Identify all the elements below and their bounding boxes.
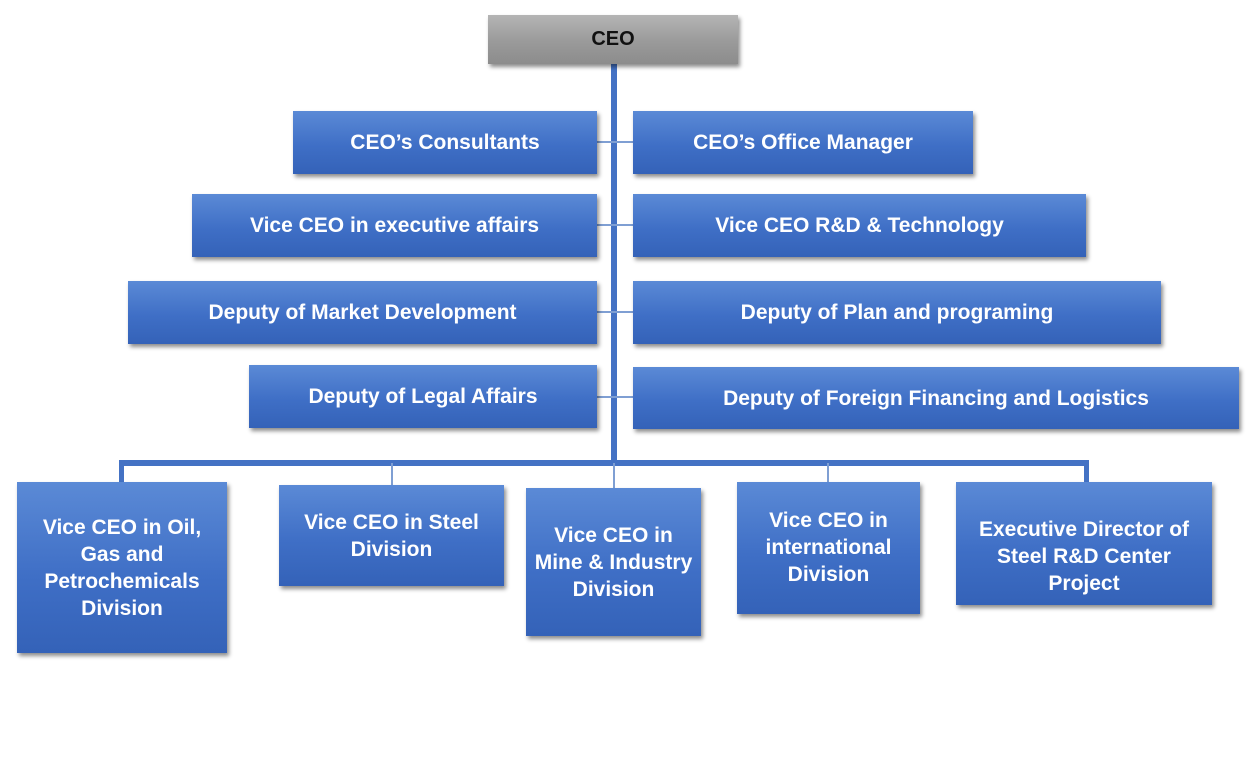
market-development-box: Deputy of Market Development xyxy=(128,281,597,344)
mine-industry-division-label: Vice CEO in Mine & Industry Division xyxy=(534,524,693,601)
oil-gas-petrochemicals-division-box: Vice CEO in Oil, Gas and Petrochemicals … xyxy=(17,482,227,653)
connector-staff-row-3 xyxy=(597,311,633,313)
steel-rnd-center-project-label: Executive Director of Steel R&D Center P… xyxy=(978,518,1190,595)
drop-connector-division-5 xyxy=(1084,460,1089,482)
drop-connector-division-4 xyxy=(827,463,829,482)
steel-division-box: Vice CEO in Steel Division xyxy=(279,485,504,586)
ceo-box: CEO xyxy=(488,15,738,64)
drop-connector-division-2 xyxy=(391,463,393,485)
consultants-label: CEO’s Consultants xyxy=(350,131,540,154)
division-bus-connector xyxy=(119,460,1089,466)
vice-ceo-executive-affairs-label: Vice CEO in executive affairs xyxy=(249,214,540,237)
ceo-label: CEO xyxy=(591,28,635,50)
steel-rnd-center-project-box: Executive Director of Steel R&D Center P… xyxy=(956,482,1212,605)
consultants-box: CEO’s Consultants xyxy=(293,111,597,174)
market-development-label: Deputy of Market Development xyxy=(208,301,517,324)
steel-division-label: Vice CEO in Steel Division xyxy=(304,511,479,561)
plan-programing-label: Deputy of Plan and programing xyxy=(740,301,1054,324)
vice-ceo-executive-affairs-box: Vice CEO in executive affairs xyxy=(192,194,597,257)
office-manager-label: CEO’s Office Manager xyxy=(693,131,913,154)
trunk-connector xyxy=(611,64,617,464)
mine-industry-division-box: Vice CEO in Mine & Industry Division xyxy=(526,488,701,636)
connector-staff-row-2 xyxy=(597,224,633,226)
legal-affairs-box: Deputy of Legal Affairs xyxy=(249,365,597,428)
office-manager-box: CEO’s Office Manager xyxy=(633,111,973,174)
connector-staff-row-4 xyxy=(597,396,633,398)
connector-staff-row-1 xyxy=(597,141,633,143)
drop-connector-division-1 xyxy=(119,460,124,482)
legal-affairs-label: Deputy of Legal Affairs xyxy=(308,385,538,408)
international-division-label: Vice CEO in international Division xyxy=(765,509,892,586)
international-division-box: Vice CEO in international Division xyxy=(737,482,920,614)
vice-ceo-rnd-technology-label: Vice CEO R&D & Technology xyxy=(715,214,1004,237)
foreign-financing-logistics-label: Deputy of Foreign Financing and Logistic… xyxy=(723,386,1149,410)
drop-connector-division-3 xyxy=(613,463,615,488)
oil-gas-petrochemicals-division-label: Vice CEO in Oil, Gas and Petrochemicals … xyxy=(42,515,202,620)
plan-programing-box: Deputy of Plan and programing xyxy=(633,281,1161,344)
foreign-financing-logistics-box: Deputy of Foreign Financing and Logistic… xyxy=(633,367,1239,429)
vice-ceo-rnd-technology-box: Vice CEO R&D & Technology xyxy=(633,194,1086,257)
